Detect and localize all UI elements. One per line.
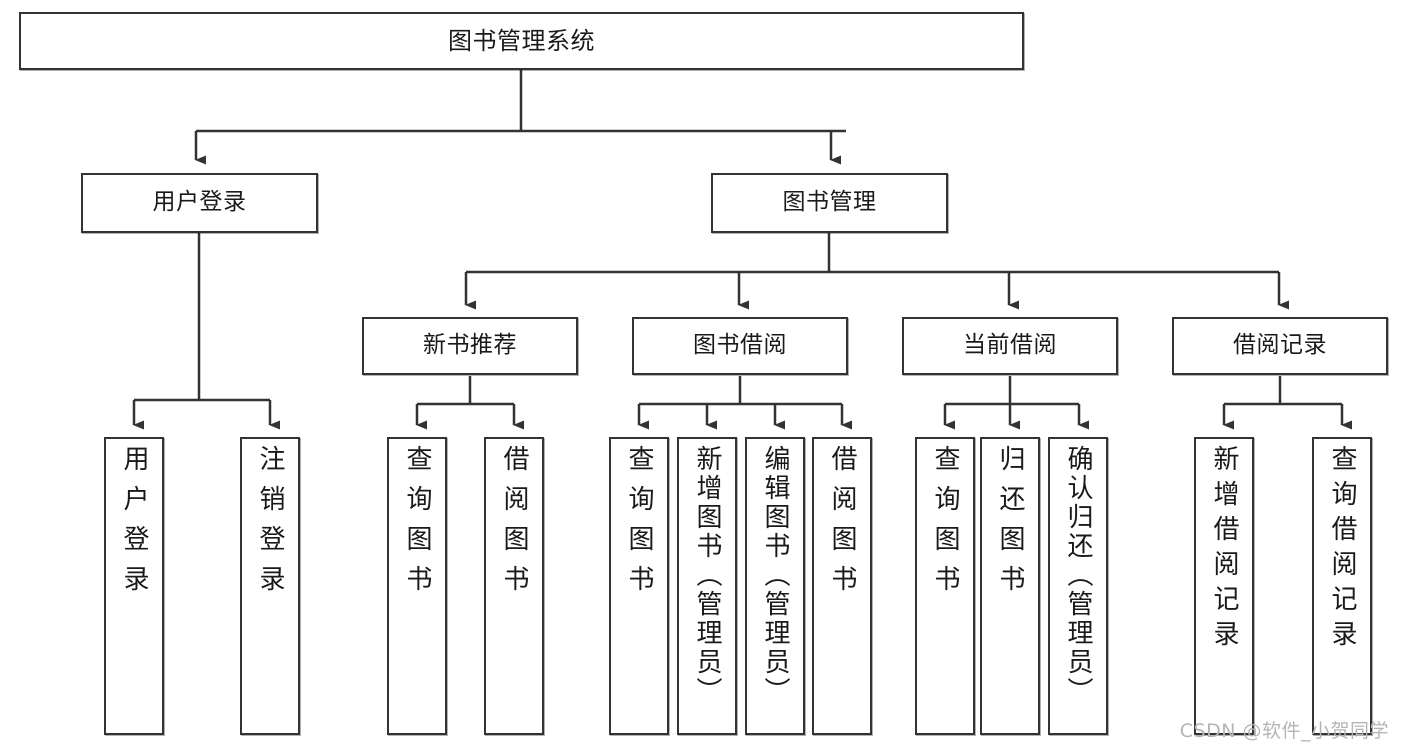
- node-label: 新书推荐: [423, 332, 517, 359]
- node-label: 编辑图书（管理员）: [760, 445, 790, 706]
- leaf-user-login-login[interactable]: 用户登录: [104, 437, 164, 735]
- node-label: 用户登录: [119, 445, 149, 605]
- node-label: 查询图书: [624, 445, 654, 605]
- node-label: 借阅图书: [499, 445, 529, 605]
- node-label: 借阅记录: [1233, 332, 1327, 359]
- node-user-login[interactable]: 用户登录: [81, 173, 318, 233]
- node-label: 确认归还（管理员）: [1063, 445, 1093, 706]
- node-current-borrow[interactable]: 当前借阅: [902, 317, 1118, 375]
- leaf-borrow-records-add-record[interactable]: 新增借阅记录: [1194, 437, 1254, 735]
- leaf-book-borrow-query-book[interactable]: 查询图书: [609, 437, 669, 735]
- node-label: 图书管理: [782, 189, 877, 216]
- node-label: 查询图书: [930, 445, 960, 605]
- leaf-book-borrow-add-book-admin[interactable]: 新增图书（管理员）: [677, 437, 737, 735]
- leaf-borrow-records-query-record[interactable]: 查询借阅记录: [1312, 437, 1372, 735]
- node-label: 当前借阅: [963, 332, 1057, 359]
- leaf-new-books-query-book[interactable]: 查询图书: [387, 437, 447, 735]
- node-book-management[interactable]: 图书管理: [711, 173, 948, 233]
- leaf-current-borrow-query-book[interactable]: 查询图书: [915, 437, 975, 735]
- node-label: 用户登录: [152, 189, 247, 216]
- watermark-text: CSDN @软件_小贺同学: [1179, 720, 1389, 742]
- node-label: 新增借阅记录: [1209, 445, 1239, 655]
- node-label: 借阅图书: [827, 445, 857, 605]
- node-label: 查询图书: [402, 445, 432, 605]
- leaf-book-borrow-edit-book-admin[interactable]: 编辑图书（管理员）: [745, 437, 805, 735]
- node-new-book-recommendation[interactable]: 新书推荐: [362, 317, 578, 375]
- leaf-current-borrow-confirm-return-admin[interactable]: 确认归还（管理员）: [1048, 437, 1108, 735]
- leaf-user-login-logout[interactable]: 注销登录: [240, 437, 300, 735]
- node-label: 查询借阅记录: [1327, 445, 1357, 655]
- node-root-book-management-system[interactable]: 图书管理系统: [19, 12, 1024, 70]
- node-book-borrow[interactable]: 图书借阅: [632, 317, 848, 375]
- node-label: 归还图书: [995, 445, 1025, 605]
- node-label: 图书借阅: [693, 332, 787, 359]
- node-label: 注销登录: [255, 445, 285, 605]
- leaf-new-books-borrow-book[interactable]: 借阅图书: [484, 437, 544, 735]
- leaf-book-borrow-borrow-book[interactable]: 借阅图书: [812, 437, 872, 735]
- leaf-current-borrow-return-book[interactable]: 归还图书: [980, 437, 1040, 735]
- node-borrow-records[interactable]: 借阅记录: [1172, 317, 1388, 375]
- node-label: 图书管理系统: [448, 26, 595, 55]
- node-label: 新增图书（管理员）: [692, 445, 722, 706]
